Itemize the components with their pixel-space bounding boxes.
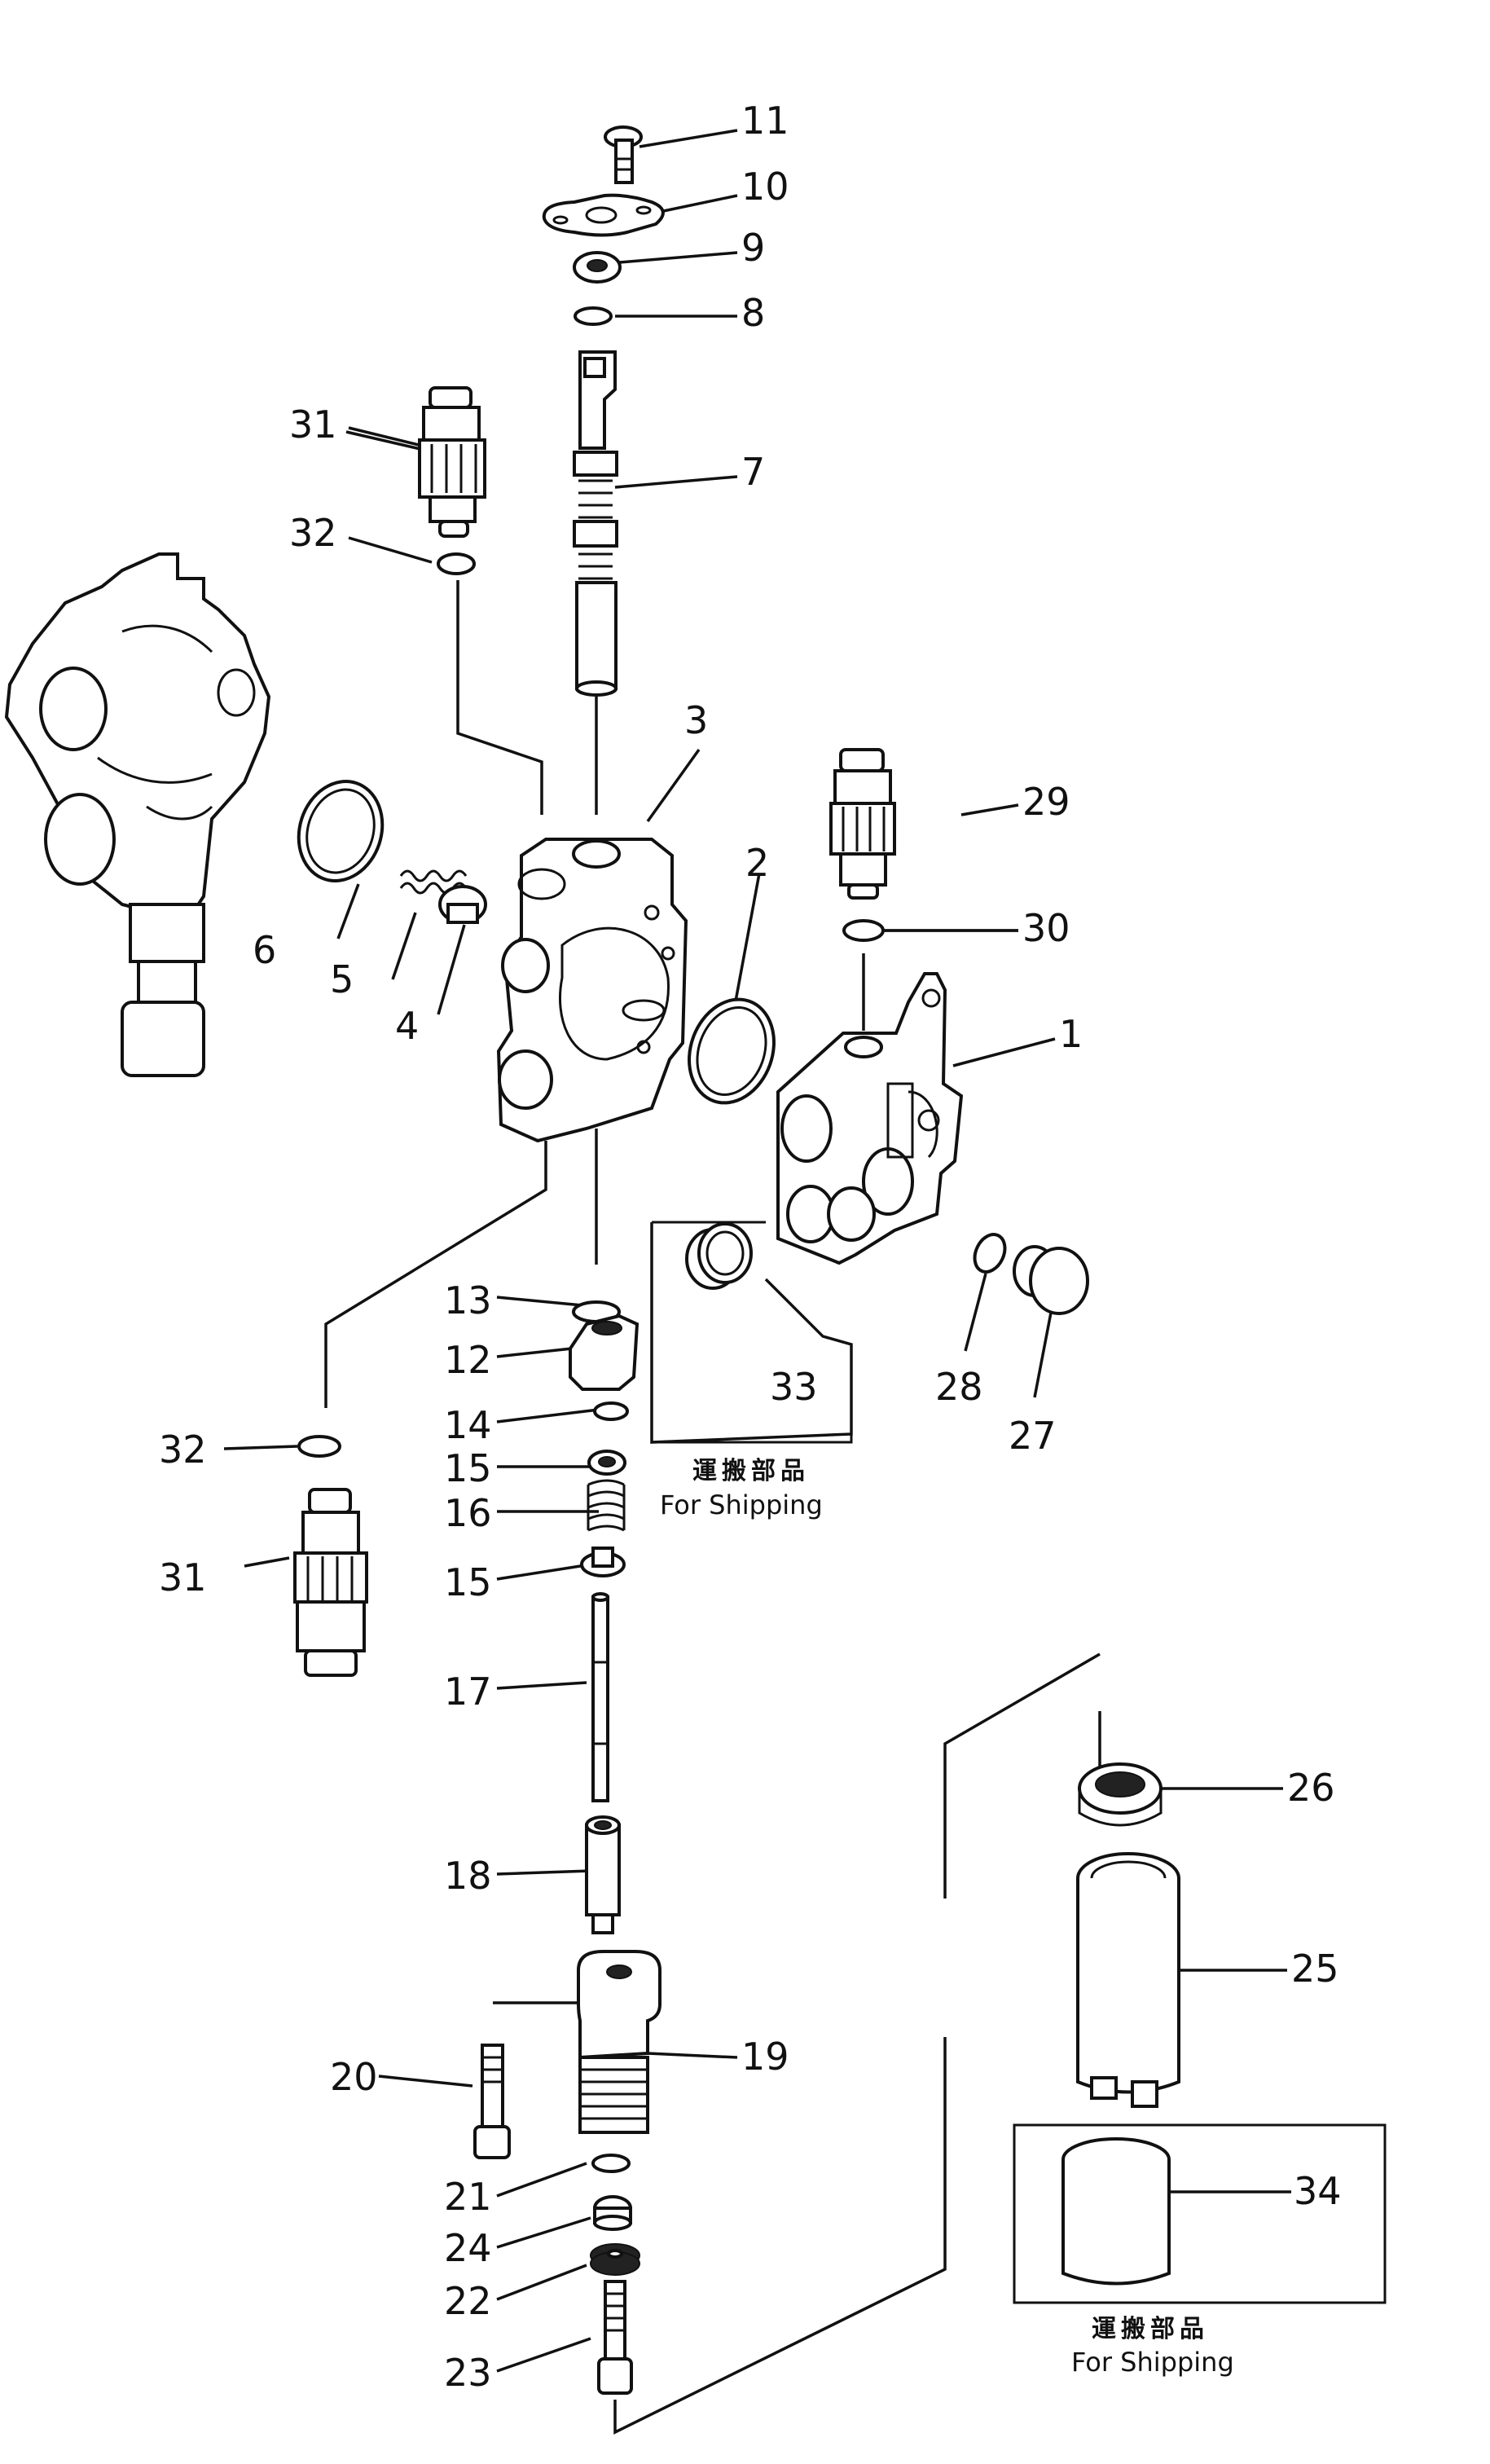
part-7-spool bbox=[573, 350, 618, 697]
label-3: 3 bbox=[684, 698, 708, 742]
part-19-cover bbox=[577, 1950, 661, 2134]
label-31-upper: 31 bbox=[289, 403, 337, 447]
label-15-lower: 15 bbox=[444, 1560, 492, 1604]
part-21-snap-ring bbox=[591, 2154, 631, 2173]
part-20-bolt bbox=[473, 2044, 511, 2159]
shipping-note-2-en: For Shipping bbox=[1071, 2347, 1234, 2378]
adjacent-valve-body bbox=[4, 552, 271, 1077]
label-24: 24 bbox=[444, 2226, 492, 2270]
label-2: 2 bbox=[745, 841, 769, 885]
part-9-seal bbox=[573, 251, 622, 284]
part-8-o-ring bbox=[574, 306, 613, 326]
shipping-note-1-en: For Shipping bbox=[660, 1489, 823, 1520]
label-20: 20 bbox=[330, 2055, 378, 2099]
part-15-seat-upper bbox=[587, 1450, 626, 1476]
label-8: 8 bbox=[741, 291, 765, 335]
part-25-cylinder bbox=[1076, 1852, 1180, 2108]
part-18-sleeve bbox=[585, 1815, 621, 1934]
label-11: 11 bbox=[741, 99, 789, 143]
shipping-box-2 bbox=[1013, 2123, 1387, 2304]
label-10: 10 bbox=[741, 165, 789, 209]
part-27-plug bbox=[1013, 1245, 1089, 1315]
part-24-nut bbox=[593, 2195, 632, 2231]
label-9: 9 bbox=[741, 226, 765, 270]
shipping-note-1: 運搬部品 For Shipping bbox=[660, 1457, 823, 1520]
part-32-o-ring-lower bbox=[297, 1435, 341, 1458]
label-27: 27 bbox=[1009, 1414, 1057, 1458]
label-29: 29 bbox=[1022, 780, 1070, 824]
label-19: 19 bbox=[741, 2035, 789, 2079]
part-12-retainer bbox=[569, 1313, 640, 1391]
part-29-relief-valve bbox=[829, 748, 896, 900]
part-34-sleeve bbox=[1061, 2137, 1171, 2286]
shipping-box-1 bbox=[650, 1221, 853, 1444]
leader-lines bbox=[223, 129, 1291, 2373]
label-15-upper: 15 bbox=[444, 1446, 492, 1490]
label-28: 28 bbox=[935, 1365, 983, 1409]
label-30: 30 bbox=[1022, 906, 1070, 950]
part-16-spring bbox=[587, 1479, 626, 1532]
part-6-o-ring-large bbox=[297, 780, 385, 882]
label-1: 1 bbox=[1059, 1012, 1083, 1056]
part-32-o-ring-upper bbox=[437, 552, 476, 575]
label-26: 26 bbox=[1287, 1766, 1335, 1810]
part-14-o-ring bbox=[593, 1401, 629, 1421]
label-17: 17 bbox=[444, 1670, 492, 1714]
part-3-section-body bbox=[496, 838, 688, 1143]
label-14: 14 bbox=[444, 1403, 492, 1447]
part-1-housing bbox=[776, 972, 964, 1265]
part-15-seat-lower bbox=[580, 1547, 626, 1577]
part-17-rod bbox=[591, 1592, 609, 1802]
label-22: 22 bbox=[444, 2279, 492, 2323]
part-26-ring bbox=[1078, 1762, 1163, 1827]
label-21: 21 bbox=[444, 2175, 492, 2219]
label-16: 16 bbox=[444, 1491, 492, 1535]
label-6: 6 bbox=[253, 928, 276, 972]
part-labels: 11 10 9 8 7 31 32 3 2 29 30 1 6 5 4 13 1… bbox=[159, 99, 1342, 2395]
part-28-o-ring bbox=[973, 1233, 1007, 1274]
part-11-bolt bbox=[604, 125, 643, 184]
part-30-o-ring bbox=[842, 919, 885, 942]
label-34: 34 bbox=[1294, 2169, 1342, 2213]
label-12: 12 bbox=[444, 1338, 492, 1382]
part-33-plug bbox=[685, 1222, 753, 1290]
label-32-upper: 32 bbox=[289, 511, 337, 555]
label-4: 4 bbox=[395, 1004, 419, 1048]
shipping-note-2: 運搬部品 For Shipping bbox=[1071, 2315, 1234, 2378]
part-2-o-ring bbox=[688, 997, 776, 1105]
part-4-poppet bbox=[438, 885, 487, 924]
assembly-lines bbox=[324, 580, 1101, 2435]
label-13: 13 bbox=[444, 1278, 492, 1322]
label-7: 7 bbox=[741, 450, 765, 494]
label-25: 25 bbox=[1291, 1947, 1339, 1991]
shipping-note-1-jp: 運搬部品 bbox=[692, 1457, 810, 1485]
part-31-relief-valve-lower bbox=[293, 1488, 368, 1677]
label-18: 18 bbox=[444, 1854, 492, 1898]
label-5: 5 bbox=[330, 957, 354, 1001]
part-22-washer bbox=[590, 2243, 640, 2276]
part-31-relief-valve-upper bbox=[418, 386, 486, 538]
label-33: 33 bbox=[770, 1365, 818, 1409]
shipping-note-2-jp: 運搬部品 bbox=[1092, 2315, 1209, 2343]
label-32-lower: 32 bbox=[159, 1428, 207, 1472]
label-23: 23 bbox=[444, 2351, 492, 2395]
label-31-lower: 31 bbox=[159, 1555, 207, 1599]
part-23-screw bbox=[597, 2280, 633, 2395]
part-10-plate bbox=[542, 193, 665, 237]
